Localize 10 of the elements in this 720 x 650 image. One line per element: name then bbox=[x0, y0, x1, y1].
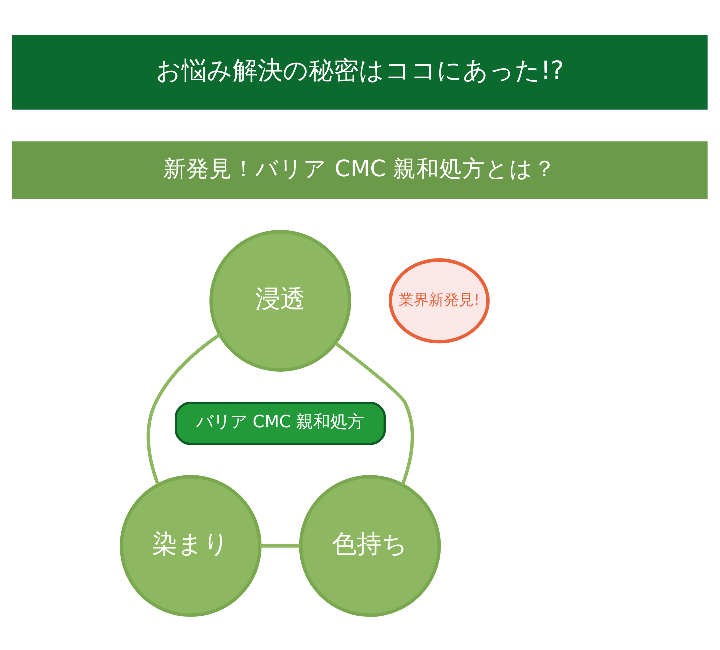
node-circle: 浸透 bbox=[210, 230, 352, 372]
node-box: お悩み解決の秘密はココにあった!? bbox=[12, 34, 708, 110]
node-box: 新発見！バリア CMC 親和処方とは？ bbox=[12, 141, 708, 200]
node-ellipse: 業界新発見! bbox=[388, 258, 490, 344]
connector bbox=[334, 342, 414, 485]
connector bbox=[260, 544, 301, 548]
node-circle: 染まり bbox=[120, 474, 262, 617]
connector bbox=[146, 333, 221, 485]
node-box: バリア CMC 親和処方 bbox=[175, 402, 386, 445]
node-circle: 色持ち bbox=[299, 474, 442, 617]
